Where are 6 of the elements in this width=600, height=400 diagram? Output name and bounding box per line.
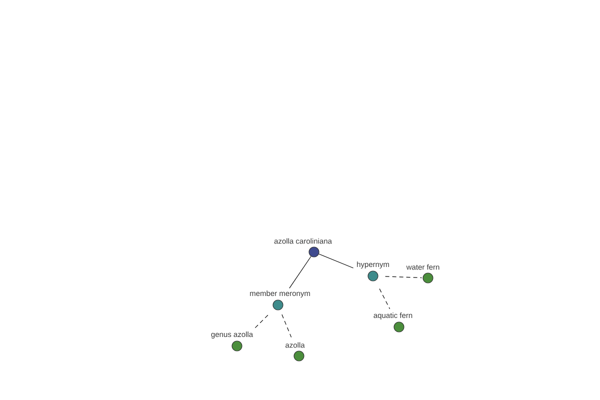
connector-line <box>379 288 390 310</box>
connector-line <box>318 254 354 268</box>
connector-line <box>282 314 292 338</box>
connector-line <box>289 256 312 288</box>
connector-line <box>254 314 268 328</box>
connector-line <box>385 276 422 278</box>
